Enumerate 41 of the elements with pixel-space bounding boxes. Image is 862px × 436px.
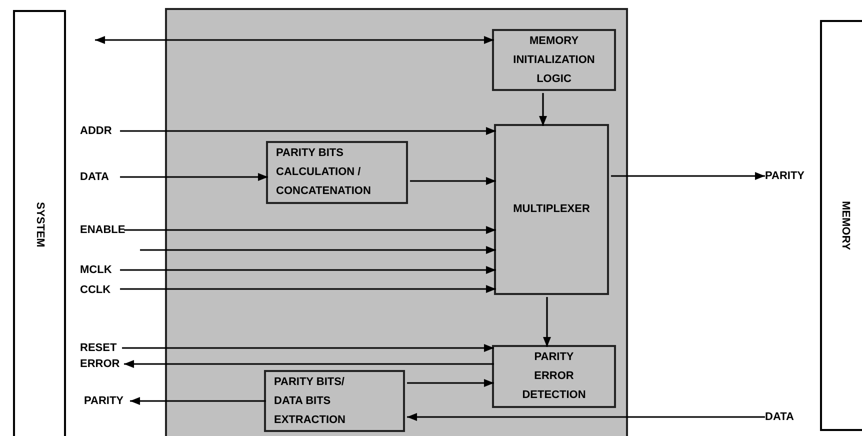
arrow: [122, 344, 494, 352]
arrow: [611, 172, 765, 180]
arrow: [120, 173, 268, 181]
arrow: [120, 127, 496, 135]
system-block: [13, 10, 66, 436]
arrow: [120, 285, 496, 293]
arrow: [130, 397, 266, 405]
block-label: MULTIPLEXER: [513, 202, 590, 217]
block-label: PARITY ERROR DETECTION: [521, 350, 587, 403]
block-label: MEMORY: [838, 200, 852, 250]
signal-label: CCLK: [80, 283, 120, 297]
process-box: [264, 370, 405, 432]
process-box: [266, 141, 408, 204]
arrow: [407, 379, 494, 387]
arrow: [410, 177, 496, 185]
signal-label: RESET: [80, 341, 122, 355]
block-label: PARITY BITS/ DATA BITS EXTRACTION: [274, 374, 346, 428]
arrow: [140, 246, 496, 254]
signal-label: PARITY: [765, 169, 813, 183]
arrow: [124, 226, 496, 234]
signal-label: ERROR: [80, 357, 124, 371]
block-label: SYSTEM: [32, 202, 47, 248]
signal-label: ENABLE: [80, 223, 124, 237]
process-box: [494, 124, 609, 295]
signal-label: PARITY: [84, 394, 130, 408]
arrow: [124, 360, 494, 368]
arrow: [407, 413, 765, 421]
arrow: [95, 36, 494, 44]
signal-label: ADDR: [80, 124, 120, 138]
signal-label: DATA: [765, 410, 809, 424]
signal-label: DATA: [80, 170, 120, 184]
block-label: PARITY BITS CALCULATION / CONCATENATION: [276, 146, 372, 199]
system-block: [820, 20, 862, 431]
block-label: MEMORY INITIALIZATION LOGIC: [513, 34, 595, 86]
arrow: [120, 266, 496, 274]
process-box: [492, 29, 616, 91]
arrow: [539, 93, 547, 126]
arrow: [543, 297, 551, 347]
process-box: [492, 345, 616, 408]
signal-label: MCLK: [80, 263, 120, 277]
controller-block: [165, 8, 628, 436]
